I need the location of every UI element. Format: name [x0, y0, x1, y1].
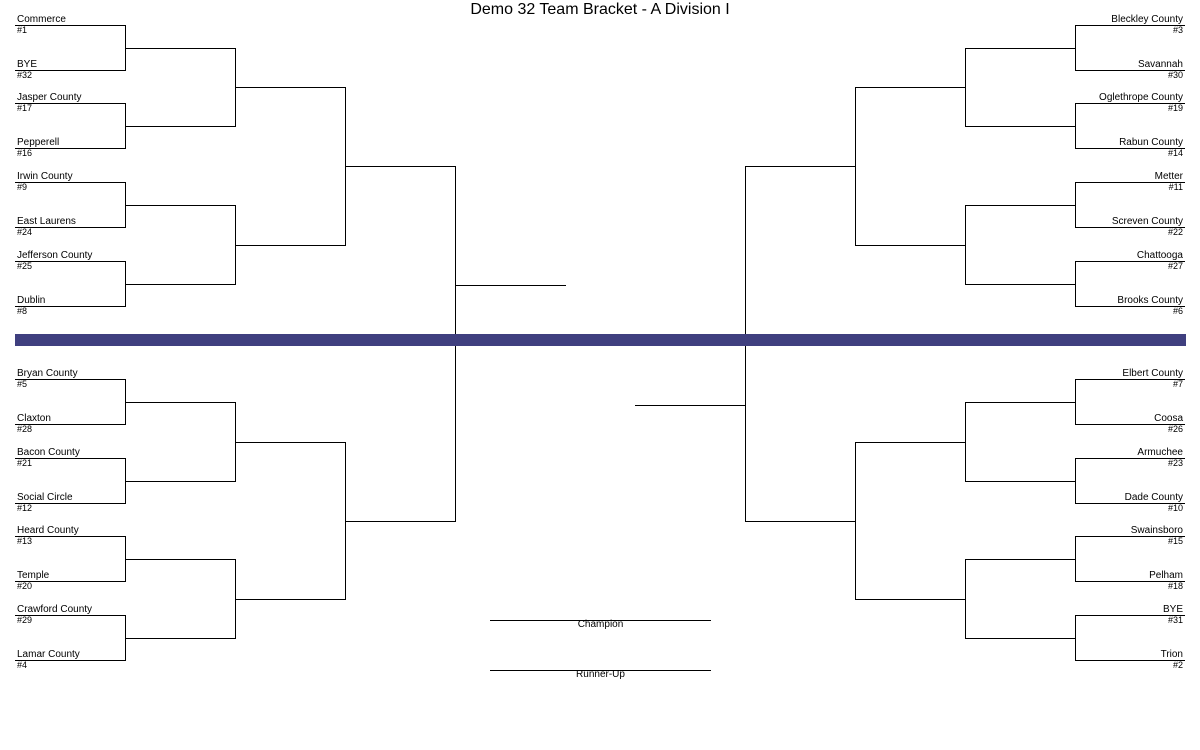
team-name: Claxton: [17, 413, 51, 424]
team-name: Dade County: [1124, 492, 1183, 503]
team-name: Pelham: [1149, 570, 1183, 581]
team-seed: #16: [17, 148, 33, 158]
team-seed: #12: [17, 503, 33, 513]
team-name: Trion: [1160, 649, 1183, 660]
team-name: Dublin: [17, 295, 46, 306]
team-seed: #23: [1167, 458, 1183, 468]
team-name: Pepperell: [17, 137, 60, 148]
team-name: Jasper County: [17, 92, 82, 103]
team-seed: #10: [1167, 503, 1183, 513]
team-seed: #7: [1172, 379, 1183, 389]
team-seed: #19: [1167, 103, 1183, 113]
team-name: Brooks County: [1117, 295, 1183, 306]
team-seed: #1: [17, 25, 28, 35]
team-seed: #13: [17, 536, 33, 546]
team-seed: #11: [1168, 182, 1183, 192]
runner-up-label: Runner-Up: [576, 669, 625, 680]
team-seed: #18: [1167, 581, 1183, 591]
team-seed: #24: [17, 227, 33, 237]
team-seed: #32: [17, 70, 33, 80]
team-name: BYE: [17, 59, 38, 70]
team-name: Swainsboro: [1130, 525, 1183, 536]
team-seed: #3: [1172, 25, 1183, 35]
team-name: Bacon County: [17, 447, 80, 458]
team-name: Jefferson County: [17, 250, 93, 261]
team-name: Heard County: [17, 525, 79, 536]
region-divider: [15, 334, 1186, 346]
team-name: Armuchee: [1137, 447, 1183, 458]
team-seed: #21: [17, 458, 33, 468]
team-seed: #28: [17, 424, 33, 434]
team-seed: #25: [17, 261, 33, 271]
champion-label: Champion: [577, 619, 624, 630]
team-seed: #2: [1172, 660, 1183, 670]
team-name: Social Circle: [17, 492, 73, 503]
team-seed: #8: [17, 306, 28, 316]
team-seed: #14: [1167, 148, 1183, 158]
team-seed: #15: [1167, 536, 1183, 546]
team-name: Screven County: [1111, 216, 1183, 227]
team-seed: #30: [1167, 70, 1183, 80]
team-seed: #29: [17, 615, 33, 625]
team-seed: #26: [1167, 424, 1183, 434]
team-name: Irwin County: [17, 171, 73, 182]
team-seed: #4: [17, 660, 28, 670]
team-name: Rabun County: [1119, 137, 1183, 148]
team-seed: #5: [17, 379, 28, 389]
team-name: Elbert County: [1122, 368, 1183, 379]
team-name: BYE: [1162, 604, 1183, 615]
team-name: Savannah: [1137, 59, 1183, 70]
team-name: Bleckley County: [1111, 14, 1183, 25]
team-name: Bryan County: [17, 368, 78, 379]
team-seed: #17: [17, 103, 33, 113]
team-name: Lamar County: [17, 649, 80, 660]
team-seed: #6: [1172, 306, 1183, 316]
team-seed: #20: [17, 581, 33, 591]
team-name: Temple: [17, 570, 50, 581]
team-name: Oglethrope County: [1099, 92, 1183, 103]
team-name: Commerce: [17, 14, 66, 25]
team-name: Crawford County: [17, 604, 93, 615]
team-name: Coosa: [1154, 413, 1183, 424]
team-seed: #31: [1167, 615, 1183, 625]
team-name: Chattooga: [1136, 250, 1183, 261]
team-seed: #9: [17, 182, 28, 192]
team-name: Metter: [1154, 171, 1183, 182]
page-title: Demo 32 Team Bracket - A Division I: [470, 1, 730, 18]
team-name: East Laurens: [17, 216, 76, 227]
team-seed: #27: [1167, 261, 1183, 271]
team-seed: #22: [1167, 227, 1183, 237]
